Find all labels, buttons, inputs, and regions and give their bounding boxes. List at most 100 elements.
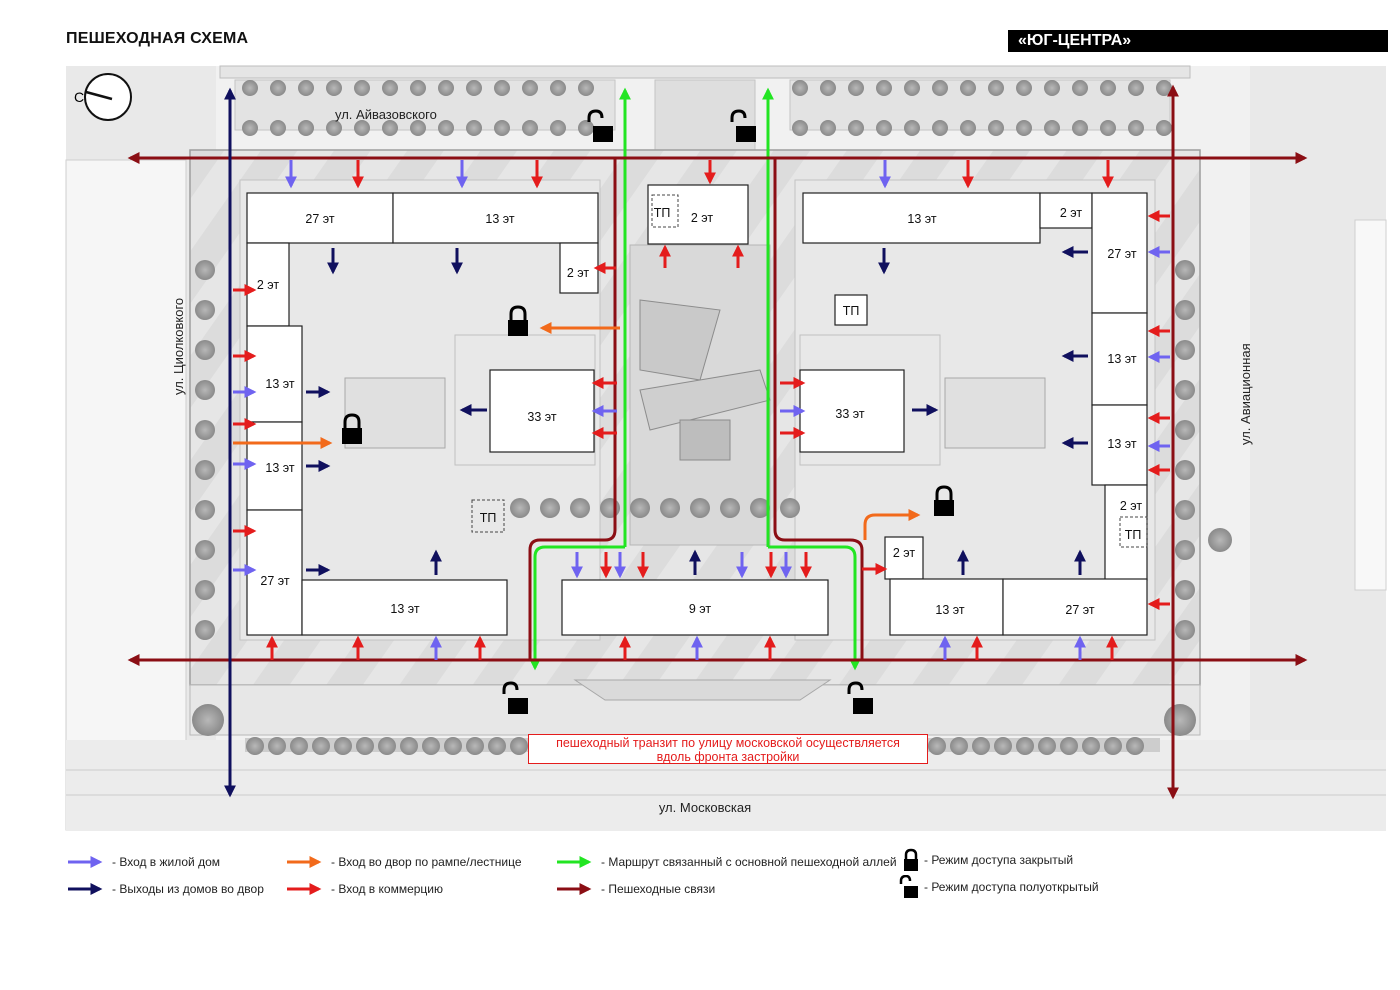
tree <box>195 500 215 520</box>
building-2-se <box>884 536 924 580</box>
tp-c-outline <box>651 194 679 228</box>
tree <box>630 498 650 518</box>
tree <box>1082 737 1100 755</box>
building-13-w1 <box>246 325 303 423</box>
label-tp-c: ТП <box>654 206 671 220</box>
label-tp-e: ТП <box>843 304 860 318</box>
tree <box>522 80 538 96</box>
tree <box>1128 120 1144 136</box>
tp-se-outline <box>1119 516 1148 548</box>
street-labels: ул. Айвазовского ул. Циолковкого ул. Ави… <box>171 107 1253 815</box>
legend-label: - Режим доступа закрытый <box>924 853 1074 867</box>
tree <box>988 120 1004 136</box>
building-27-nw <box>246 192 394 244</box>
tree <box>195 620 215 640</box>
transit-note-line2: вдоль фронта застройки <box>656 750 800 764</box>
legend-label: - Вход во двор по рампе/лестнице <box>331 855 522 869</box>
tree <box>422 737 440 755</box>
tree <box>195 300 215 320</box>
tree <box>312 737 330 755</box>
tree <box>400 737 418 755</box>
tree <box>792 120 808 136</box>
tree <box>326 80 342 96</box>
tree <box>494 120 510 136</box>
label-9: 9 эт <box>689 602 712 616</box>
label-13-ne: 13 эт <box>907 212 936 226</box>
tree <box>876 120 892 136</box>
tree <box>298 80 314 96</box>
building-9 <box>561 579 829 636</box>
building-13-se <box>889 578 1004 636</box>
tree <box>195 260 215 280</box>
legend-label: - Маршрут связанный с основной пешеходно… <box>601 855 897 869</box>
tree <box>690 498 710 518</box>
tree <box>904 80 920 96</box>
tree <box>1156 80 1172 96</box>
tree <box>444 737 462 755</box>
tree <box>356 737 374 755</box>
tree <box>960 120 976 136</box>
label-tp-se: ТП <box>1125 528 1142 542</box>
legend-item-semi-open: - Режим доступа полуоткрытый <box>898 875 1099 899</box>
compass-icon: С <box>74 73 132 121</box>
building-2-se-e <box>1104 484 1148 581</box>
tree <box>382 80 398 96</box>
label-13-w2: 13 эт <box>265 461 294 475</box>
tree <box>1175 340 1195 360</box>
lock-open-icon <box>587 109 613 142</box>
tree <box>550 120 566 136</box>
tree <box>1100 120 1116 136</box>
tree <box>1175 460 1195 480</box>
tree <box>780 498 800 518</box>
arrow-icon <box>287 883 322 895</box>
tree <box>195 420 215 440</box>
tree <box>1016 80 1032 96</box>
tree <box>1175 260 1195 280</box>
tree <box>720 498 740 518</box>
page-title: ПЕШЕХОДНАЯ СХЕМА <box>66 30 249 47</box>
tree <box>1044 120 1060 136</box>
tree <box>195 340 215 360</box>
street-north: ул. Айвазовского <box>335 107 437 122</box>
arrow-icon <box>557 883 592 895</box>
lock-open-icon <box>502 681 528 714</box>
tree <box>522 120 538 136</box>
lock-closed-icon <box>934 485 954 516</box>
tree <box>438 80 454 96</box>
tree <box>578 120 594 136</box>
label-13-s1: 13 эт <box>390 602 419 616</box>
transit-note: пешеходный транзит по улицу московской о… <box>528 734 928 764</box>
tree <box>290 737 308 755</box>
tree <box>600 498 620 518</box>
legend-item-commerce: - Вход в коммерцию <box>285 880 443 898</box>
tree <box>1060 737 1078 755</box>
tree <box>298 120 314 136</box>
tree <box>246 737 264 755</box>
label-2-nw: 2 эт <box>257 278 280 292</box>
tree <box>988 80 1004 96</box>
tree <box>550 80 566 96</box>
transit-note-line1: пешеходный транзит по улицу московской о… <box>556 736 900 750</box>
tree <box>510 737 528 755</box>
label-27-e: 27 эт <box>1107 247 1136 261</box>
tree <box>848 120 864 136</box>
label-2-cw: 2 эт <box>567 266 590 280</box>
lock-open-icon <box>730 109 756 142</box>
tree <box>1175 580 1195 600</box>
legend-item-closed: - Режим доступа закрытый <box>902 848 1073 872</box>
tree <box>1016 737 1034 755</box>
tree <box>660 498 680 518</box>
tree <box>1016 120 1032 136</box>
tree <box>1175 500 1195 520</box>
legend-label: - Выходы из домов во двор <box>112 882 264 896</box>
tree <box>1126 737 1144 755</box>
tree <box>1208 528 1232 552</box>
ramp-arrow <box>863 509 921 540</box>
tp-sw-outline <box>471 499 505 533</box>
tree <box>820 120 836 136</box>
tree <box>570 498 590 518</box>
tree <box>192 704 224 736</box>
tree <box>1156 120 1172 136</box>
building-13-s1 <box>301 579 508 636</box>
